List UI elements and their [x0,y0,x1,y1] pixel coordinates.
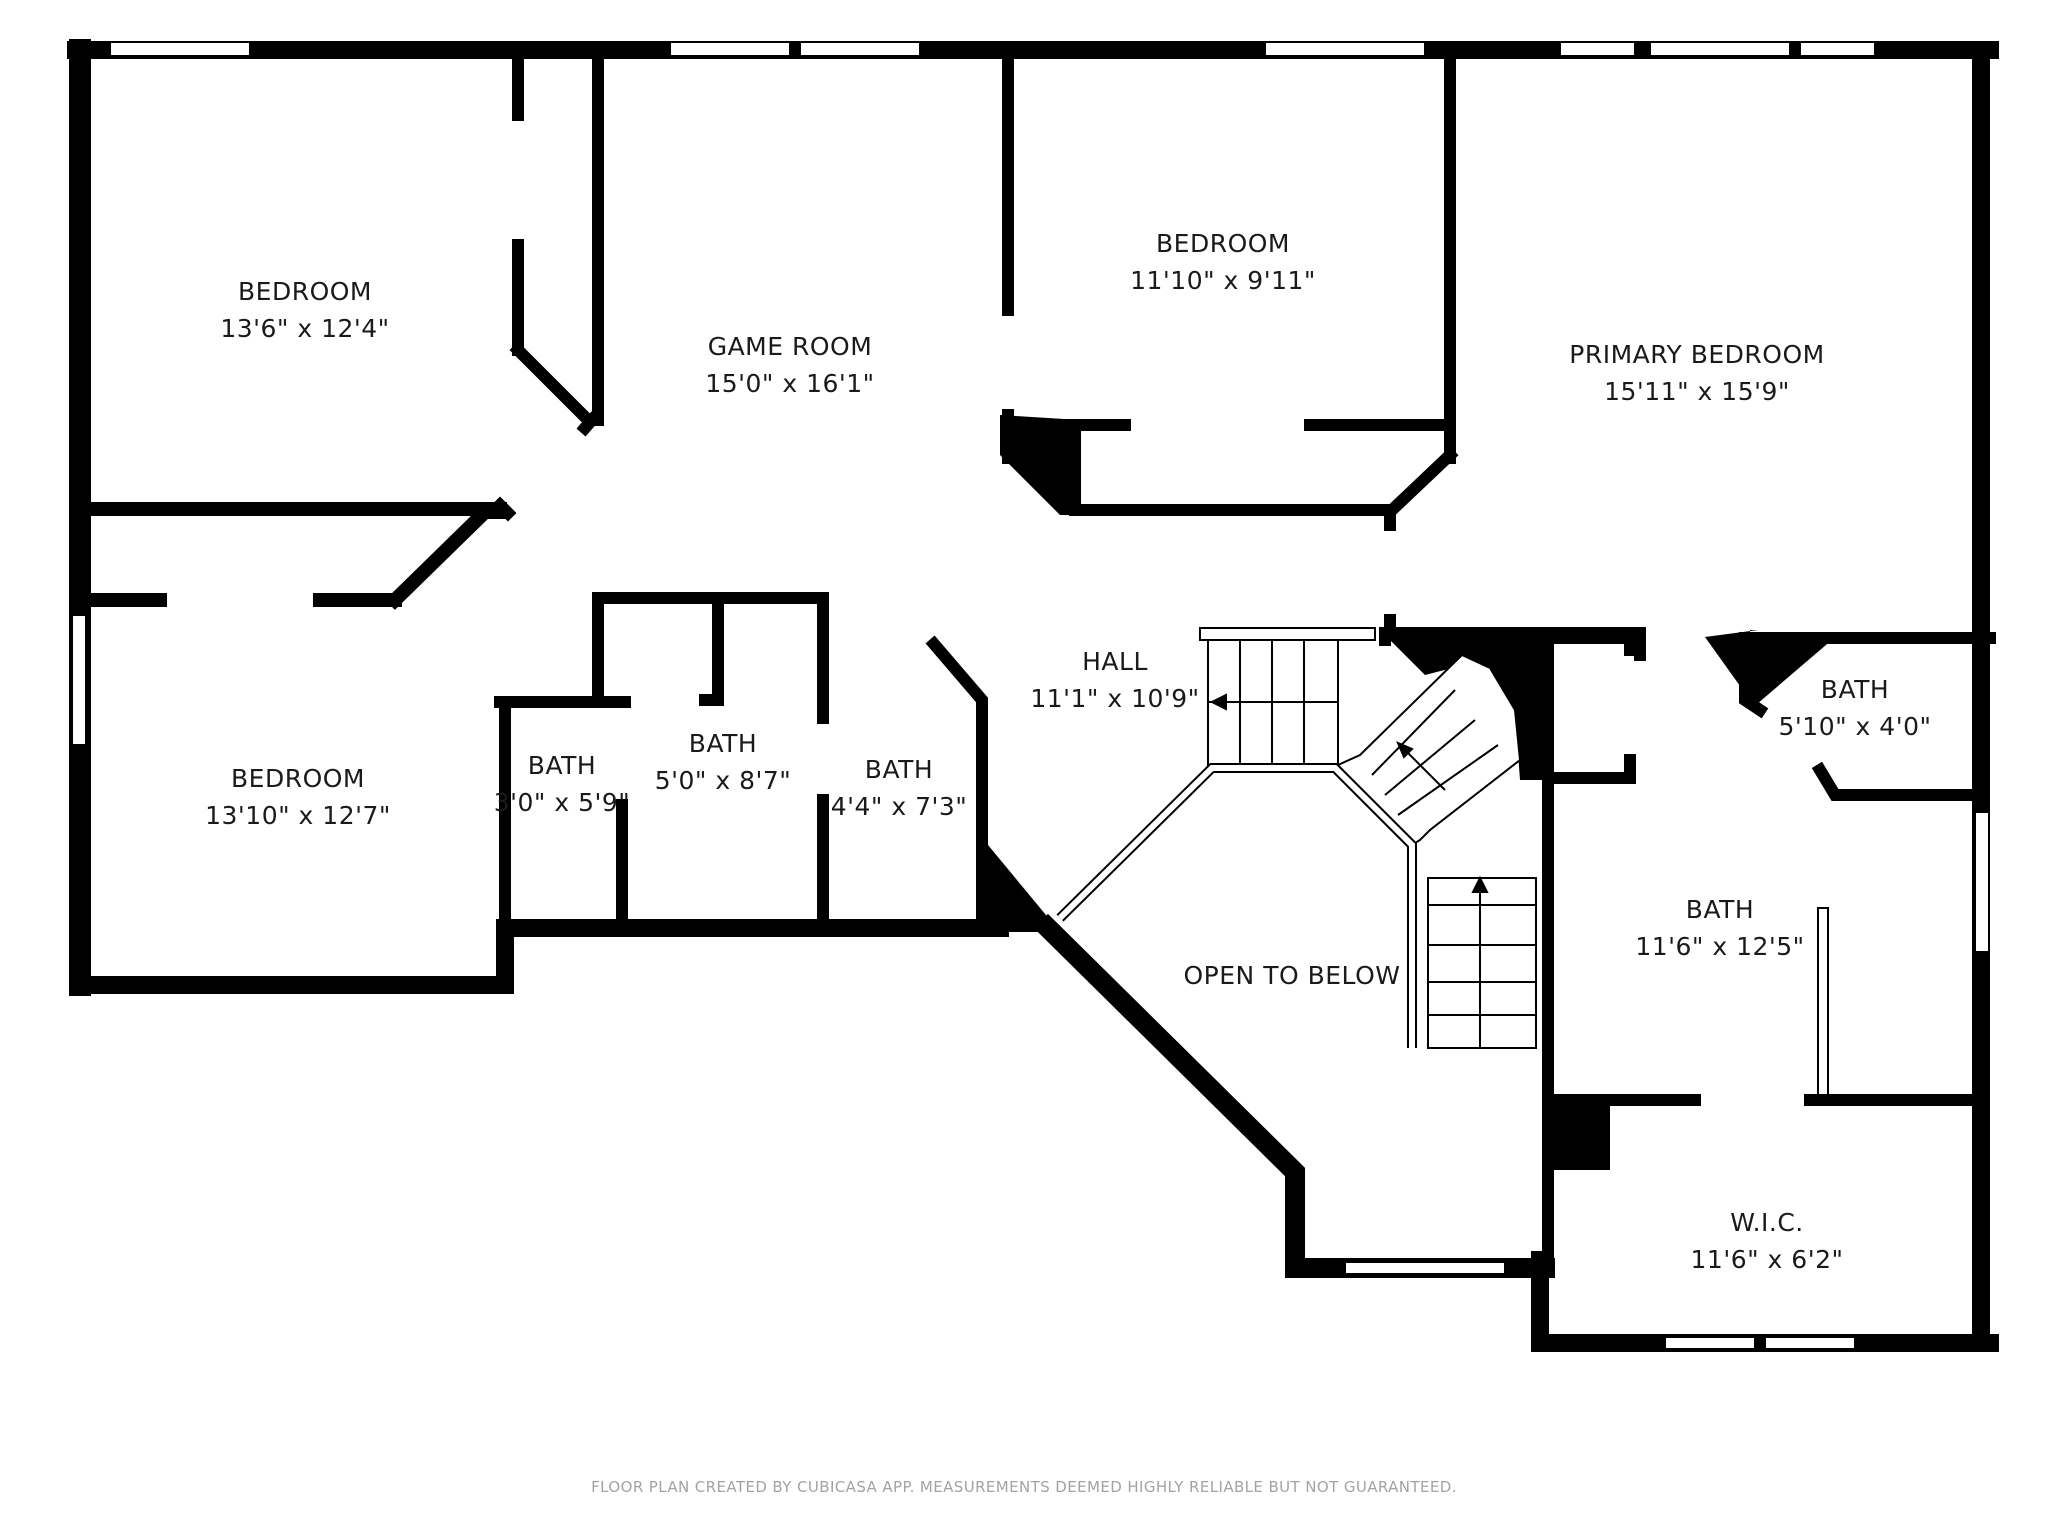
room-size-bath-corner: 5'10" x 4'0" [1779,712,1932,741]
fill-bath-corner [988,845,1060,932]
stair-lower [1427,877,1537,1049]
window [71,614,87,746]
wall-closet-small [576,411,601,437]
window [1974,811,1990,953]
room-label-hall: HALL [1082,647,1148,676]
stair-arrow-head [1471,875,1489,893]
window [1264,41,1426,57]
stair-winder [1336,653,1522,847]
room-size-primary-bedroom: 15'11" x 15'9" [1604,377,1790,406]
room-size-wic: 11'6" x 6'2" [1691,1245,1844,1274]
room-labels: BEDROOM 13'6" x 12'4" GAME ROOM 15'0" x … [205,229,1931,1274]
window [799,41,921,57]
fill-corner-bath [1705,630,1758,700]
room-size-hall: 11'1" x 10'9" [1030,684,1199,713]
room-label-wic: W.I.C. [1730,1208,1804,1237]
shower-partition [1817,907,1829,1099]
room-label-bath-right: BATH [865,755,933,784]
room-label-bedroom-w: BEDROOM [231,764,365,793]
room-size-game-room: 15'0" x 16'1" [705,369,874,398]
window [1799,41,1876,57]
wall-corner-bath-bottom [1811,761,1987,801]
wall-closet-diag [509,44,604,426]
room-label-bath-small: BATH [528,751,596,780]
stair-tread [1384,719,1476,796]
wall-w-bedroom-diag [385,505,507,610]
stair-arrow-head [1209,693,1227,711]
window [109,41,251,57]
room-size-bedroom-n: 11'10" x 9'11" [1130,266,1316,295]
stair-landing-rail [1199,627,1376,641]
disclaimer-text: FLOOR PLAN CREATED BY CUBICASA APP. MEAS… [591,1478,1457,1496]
window [1764,1336,1856,1350]
wall-fills [988,415,1840,1170]
room-label-bath-corner: BATH [1821,675,1889,704]
room-label-primary-bath: BATH [1686,895,1754,924]
stair-railing-inner [1057,765,1415,1048]
room-size-bath-mid: 5'0" x 8'7" [655,766,792,795]
room-size-bath-small: 3'0" x 5'9" [494,788,631,817]
room-size-bedroom-w: 13'10" x 12'7" [205,801,391,830]
room-size-primary-bath: 11'6" x 12'5" [1635,932,1804,961]
room-label-game-room: GAME ROOM [708,332,873,361]
walls [67,39,1999,1352]
window [1344,1261,1506,1275]
room-label-bath-mid: BATH [689,729,757,758]
room-label-primary-bedroom: PRIMARY BEDROOM [1569,340,1824,369]
room-size-bath-right: 4'4" x 7'3" [831,792,968,821]
staircase [1056,627,1537,1049]
wall-closet-bath-low [1542,754,1636,784]
fill-closet-n-corner [1000,415,1080,515]
wall-closet-bath [1542,632,1636,656]
room-label-bedroom-n: BEDROOM [1156,229,1290,258]
room-label-bedroom-nw: BEDROOM [238,277,372,306]
stair-arrow [1404,749,1446,791]
window [1664,1336,1756,1350]
stair-arrow-head [1396,741,1414,759]
stair-tread [1371,689,1456,776]
windows [71,41,1990,1350]
wall-jamb [491,496,517,522]
wall-bath-right [925,635,988,934]
wall-closet-n [1069,419,1459,516]
window [1649,41,1791,57]
window [1559,41,1636,57]
window [669,41,791,57]
stair-arrows [1209,693,1489,1040]
room-label-open-to-below: OPEN TO BELOW [1184,961,1401,990]
fill-corner-bath-tri [1745,633,1840,710]
fill-wic-corner [1542,1094,1610,1170]
fill-stair-corner [1380,630,1545,780]
stair-tread [1397,744,1499,816]
wall-bedroom-w-bottom [71,919,1009,994]
room-size-bedroom-nw: 13'6" x 12'4" [220,314,389,343]
